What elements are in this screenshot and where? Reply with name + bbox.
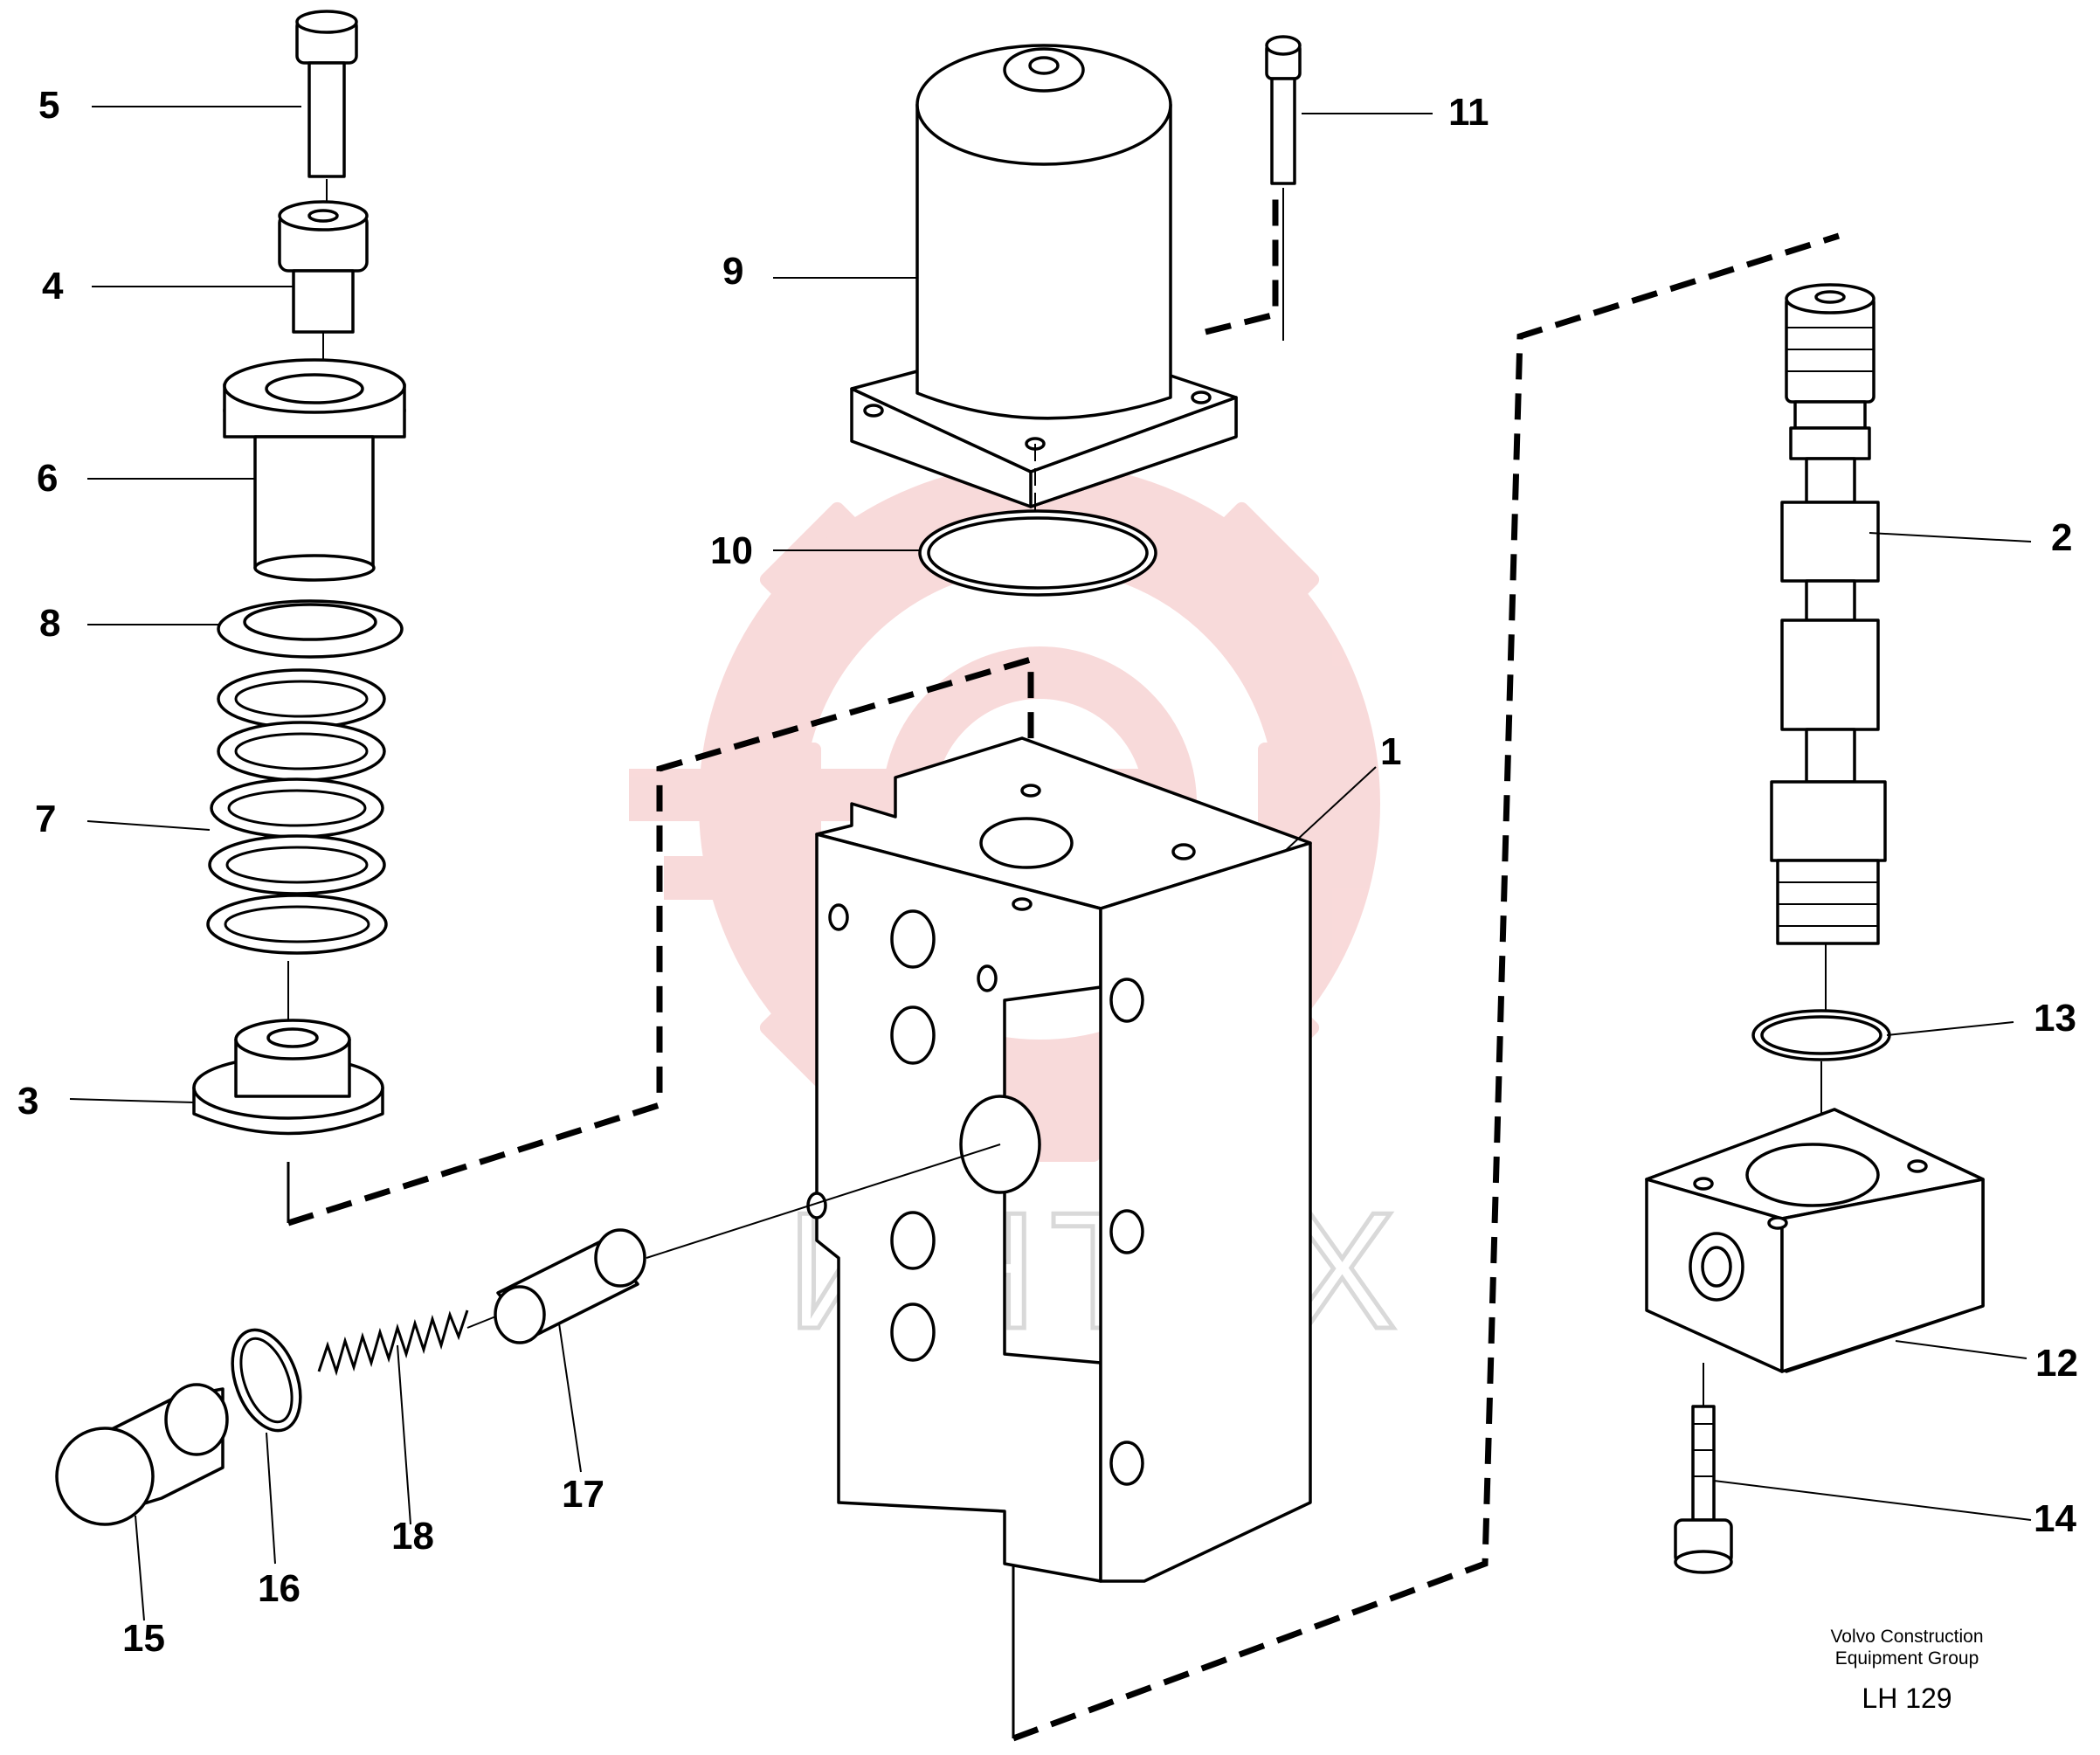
callout-8: 8	[39, 602, 60, 645]
footer-block: Volvo Construction Equipment Group LH 12…	[1830, 1627, 1983, 1714]
part-screw-5	[295, 10, 358, 210]
footer-company-line1: Volvo Construction	[1830, 1627, 1983, 1647]
callout-18: 18	[391, 1515, 434, 1558]
callout-labels: 1 2 3 4 5 6 7 8 9 10 11 12 13 14 15 16 1…	[17, 84, 2078, 1660]
part-spring-18	[317, 1309, 512, 1377]
callout-16: 16	[258, 1567, 300, 1610]
callout-6: 6	[37, 457, 58, 500]
callout-14: 14	[2034, 1497, 2076, 1540]
callout-11: 11	[1448, 91, 1489, 134]
part-solenoid	[850, 44, 1238, 568]
part-spring-seat-3	[192, 961, 384, 1136]
callout-2: 2	[2051, 516, 2072, 559]
callout-1: 1	[1380, 730, 1401, 773]
callout-4: 4	[42, 265, 64, 307]
part-spring-seat-6	[223, 358, 406, 582]
part-piston-17	[494, 1144, 1001, 1344]
callout-15: 15	[122, 1617, 165, 1660]
part-spool-2	[1770, 283, 1887, 1022]
part-o-ring-10	[918, 509, 1157, 597]
callout-17: 17	[562, 1473, 604, 1516]
callout-5: 5	[38, 84, 59, 127]
footer-company-line2: Equipment Group	[1835, 1648, 1979, 1669]
part-washer-8	[217, 599, 404, 659]
callout-3: 3	[17, 1080, 38, 1123]
assembly-dashed-lines	[287, 192, 1841, 1742]
part-cover-block-12	[1645, 1108, 1985, 1373]
footer-drawing-code: LH 129	[1862, 1682, 1951, 1714]
part-o-ring-13	[1751, 1009, 1891, 1118]
callout-7: 7	[35, 798, 56, 840]
part-o-ring-16	[231, 1328, 302, 1433]
part-screw-14	[1674, 1363, 1733, 1574]
callout-9: 9	[722, 250, 743, 293]
callout-10: 10	[710, 529, 753, 572]
part-screw-11	[1265, 35, 1302, 341]
part-plug-15	[55, 1383, 229, 1526]
callout-12: 12	[2035, 1342, 2078, 1385]
part-bushing-4	[278, 200, 369, 367]
leader-lines	[69, 106, 2032, 1621]
part-valve-housing	[806, 736, 1312, 1583]
callout-13: 13	[2034, 997, 2076, 1040]
part-spring-7	[206, 668, 388, 955]
